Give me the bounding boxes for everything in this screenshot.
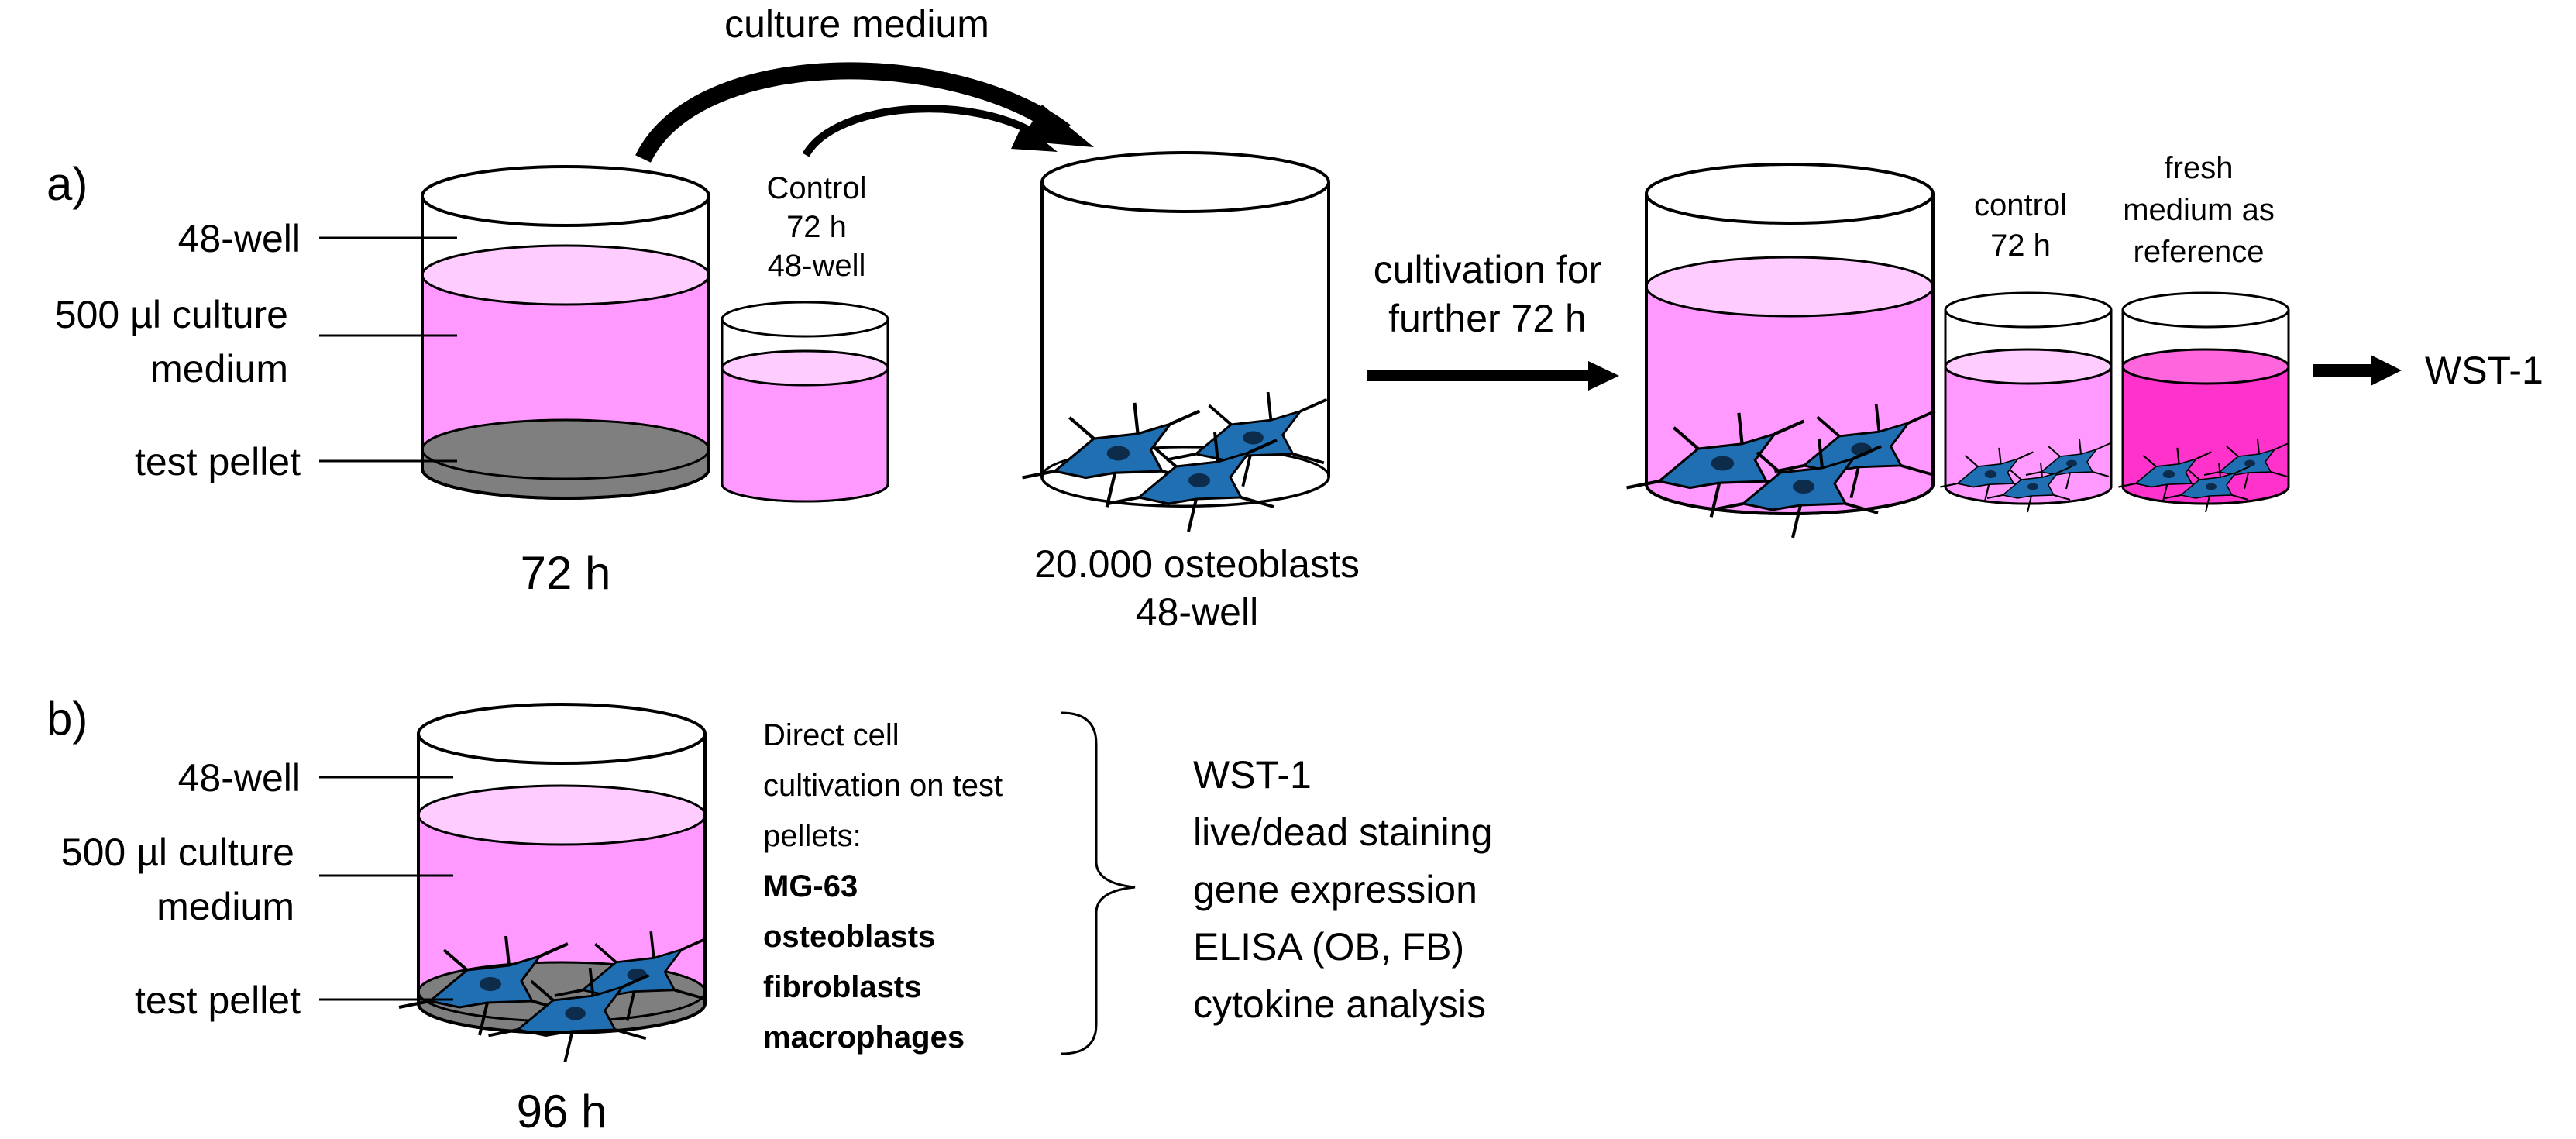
direct-title-line3: pellets: xyxy=(763,819,862,853)
assay-arrow xyxy=(2313,355,2402,386)
result-well xyxy=(1627,163,1937,539)
cell-type-mg63: MG-63 xyxy=(763,869,858,903)
right-control-line2: 72 h xyxy=(1990,229,2051,263)
analysis-live-dead: live/dead staining xyxy=(1193,810,1492,854)
analysis-cytokine: cytokine analysis xyxy=(1193,982,1486,1026)
label-medium-line1: 500 µl culture xyxy=(55,293,288,336)
direct-title-line2: cultivation on test xyxy=(763,769,1003,803)
label-medium-b-line1: 500 µl culture xyxy=(61,831,294,874)
reference-line3: reference xyxy=(2134,235,2265,269)
control-line1: Control xyxy=(767,171,867,205)
reference-line1: fresh xyxy=(2165,151,2234,185)
label-72h: 72 h xyxy=(521,547,611,599)
label-medium-line2: medium xyxy=(150,347,288,391)
panel-b-label: b) xyxy=(46,693,88,745)
reference-well xyxy=(2117,291,2290,513)
osteoblast-well xyxy=(1023,151,1330,533)
direct-title-line1: Direct cell xyxy=(763,718,899,752)
control-well xyxy=(721,301,889,503)
cell-type-macrophages: macrophages xyxy=(763,1020,965,1055)
cultivation-arrow xyxy=(1367,361,1619,391)
analysis-wst1: WST-1 xyxy=(1193,753,1312,797)
osteoblast-count: 20.000 osteoblasts xyxy=(1034,542,1360,586)
cultivation-line1: cultivation for xyxy=(1374,248,1602,291)
assay-wst1: WST-1 xyxy=(2425,349,2543,392)
transfer-label: culture medium xyxy=(724,2,989,46)
right-control-line1: control xyxy=(1974,188,2067,222)
grouping-brace xyxy=(1061,711,1136,1055)
label-test-pellet-b: test pellet xyxy=(135,979,301,1022)
cultivation-line2: further 72 h xyxy=(1388,297,1587,340)
label-48-well-b: 48-well xyxy=(178,756,301,800)
test-well-72h xyxy=(421,165,710,500)
label-test-pellet: test pellet xyxy=(135,440,301,483)
analysis-gene-expression: gene expression xyxy=(1193,868,1477,911)
label-48-well: 48-well xyxy=(178,217,301,260)
panel-a-label: a) xyxy=(46,158,88,210)
reference-line2: medium as xyxy=(2123,193,2275,227)
cell-type-osteoblasts: osteoblasts xyxy=(763,920,935,954)
label-96h: 96 h xyxy=(517,1086,607,1137)
control-line2: 72 h xyxy=(786,210,847,244)
osteoblast-well-size: 48-well xyxy=(1136,590,1258,634)
label-medium-b-line2: medium xyxy=(156,885,294,928)
cell-type-fibroblasts: fibroblasts xyxy=(763,970,921,1004)
transfer-arrows xyxy=(635,62,1094,163)
analysis-elisa: ELISA (OB, FB) xyxy=(1193,925,1464,969)
direct-cultivation-well xyxy=(397,703,709,1064)
right-control-well xyxy=(1939,291,2113,513)
control-line3: 48-well xyxy=(768,249,866,283)
